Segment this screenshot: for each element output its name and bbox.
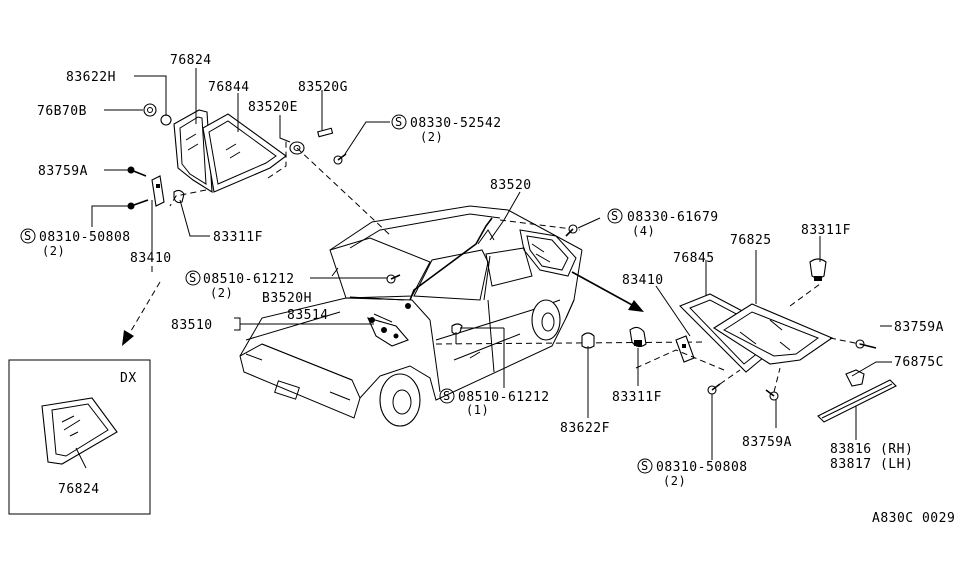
center-labels: 83520 S 08330-61679 (4) S 08510-61212 (2… (171, 178, 719, 436)
label-83410-right: 83410 (622, 273, 664, 288)
label-83759A-left: 83759A (38, 164, 88, 179)
label-08510-61212-a-qty: (2) (210, 286, 233, 300)
label-83759A-right: 83759A (894, 320, 944, 335)
label-08510-61212-b: 08510-61212 (458, 390, 550, 405)
label-83622F: 83622F (560, 421, 610, 436)
inset-title: DX (120, 371, 137, 386)
label-76875C: 76875C (894, 355, 944, 370)
right-leaders (637, 236, 892, 460)
label-08310-50808-right: 08310-50808 (656, 460, 748, 475)
car-body (239, 205, 707, 427)
label-83817: 83817 (LH) (830, 457, 913, 472)
label-76845: 76845 (673, 251, 715, 266)
center-leaders (234, 191, 601, 388)
label-83311F-bottom: 83311F (612, 390, 662, 405)
screw-symbol-1: S (395, 115, 403, 129)
diagram-code: A830C 0029 (872, 511, 955, 526)
label-83510: 83510 (171, 318, 213, 333)
screw-symbol-3: S (611, 209, 619, 223)
label-08510-61212-a: 08510-61212 (203, 272, 295, 287)
screw-symbol-5: S (443, 389, 451, 403)
label-83622H: 83622H (66, 70, 116, 85)
left-labels: 83622H 76824 76B70B 76844 83520G 83520E … (20, 53, 502, 266)
screw-symbol-6: S (641, 459, 649, 473)
label-76844: 76844 (208, 80, 250, 95)
screw-symbol-4: S (189, 271, 197, 285)
label-08330-52542: 08330-52542 (410, 116, 502, 131)
label-08510-61212-b-qty: (1) (466, 403, 489, 417)
label-08310-50808-right-qty: (2) (663, 474, 686, 488)
label-08330-52542-qty: (2) (420, 130, 443, 144)
right-quarter-window-group (629, 258, 897, 423)
label-08330-61679-qty: (4) (632, 224, 655, 238)
left-leaders (91, 68, 390, 272)
label-83520H: B3520H (262, 291, 312, 306)
label-83520E: 83520E (248, 100, 298, 115)
label-83311F-right: 83311F (801, 223, 851, 238)
label-83520: 83520 (490, 178, 532, 193)
inset-part-label: 76824 (58, 482, 100, 497)
label-08310-50808-left-qty: (2) (42, 244, 65, 258)
label-08310-50808-left: 08310-50808 (39, 230, 131, 245)
screw-symbol-2: S (24, 229, 32, 243)
label-83311F-left: 83311F (213, 230, 263, 245)
label-76870B: 76B70B (37, 104, 87, 119)
label-83514: 83514 (287, 308, 329, 323)
right-labels: 83410 83311F 76845 76825 83311F 83759A 7… (612, 223, 944, 488)
label-08330-61679: 08330-61679 (627, 210, 719, 225)
label-83816: 83816 (RH) (830, 442, 913, 457)
label-76824: 76824 (170, 53, 212, 68)
label-83520G: 83520G (298, 80, 348, 95)
label-83410-left: 83410 (130, 251, 172, 266)
arrow-to-right-group (571, 271, 644, 312)
label-76825: 76825 (730, 233, 772, 248)
inset-dx: DX 76824 (8, 359, 151, 515)
arrow-to-inset (122, 281, 161, 346)
label-83759A-bottom: 83759A (742, 435, 792, 450)
left-vent-window-group (127, 103, 391, 236)
